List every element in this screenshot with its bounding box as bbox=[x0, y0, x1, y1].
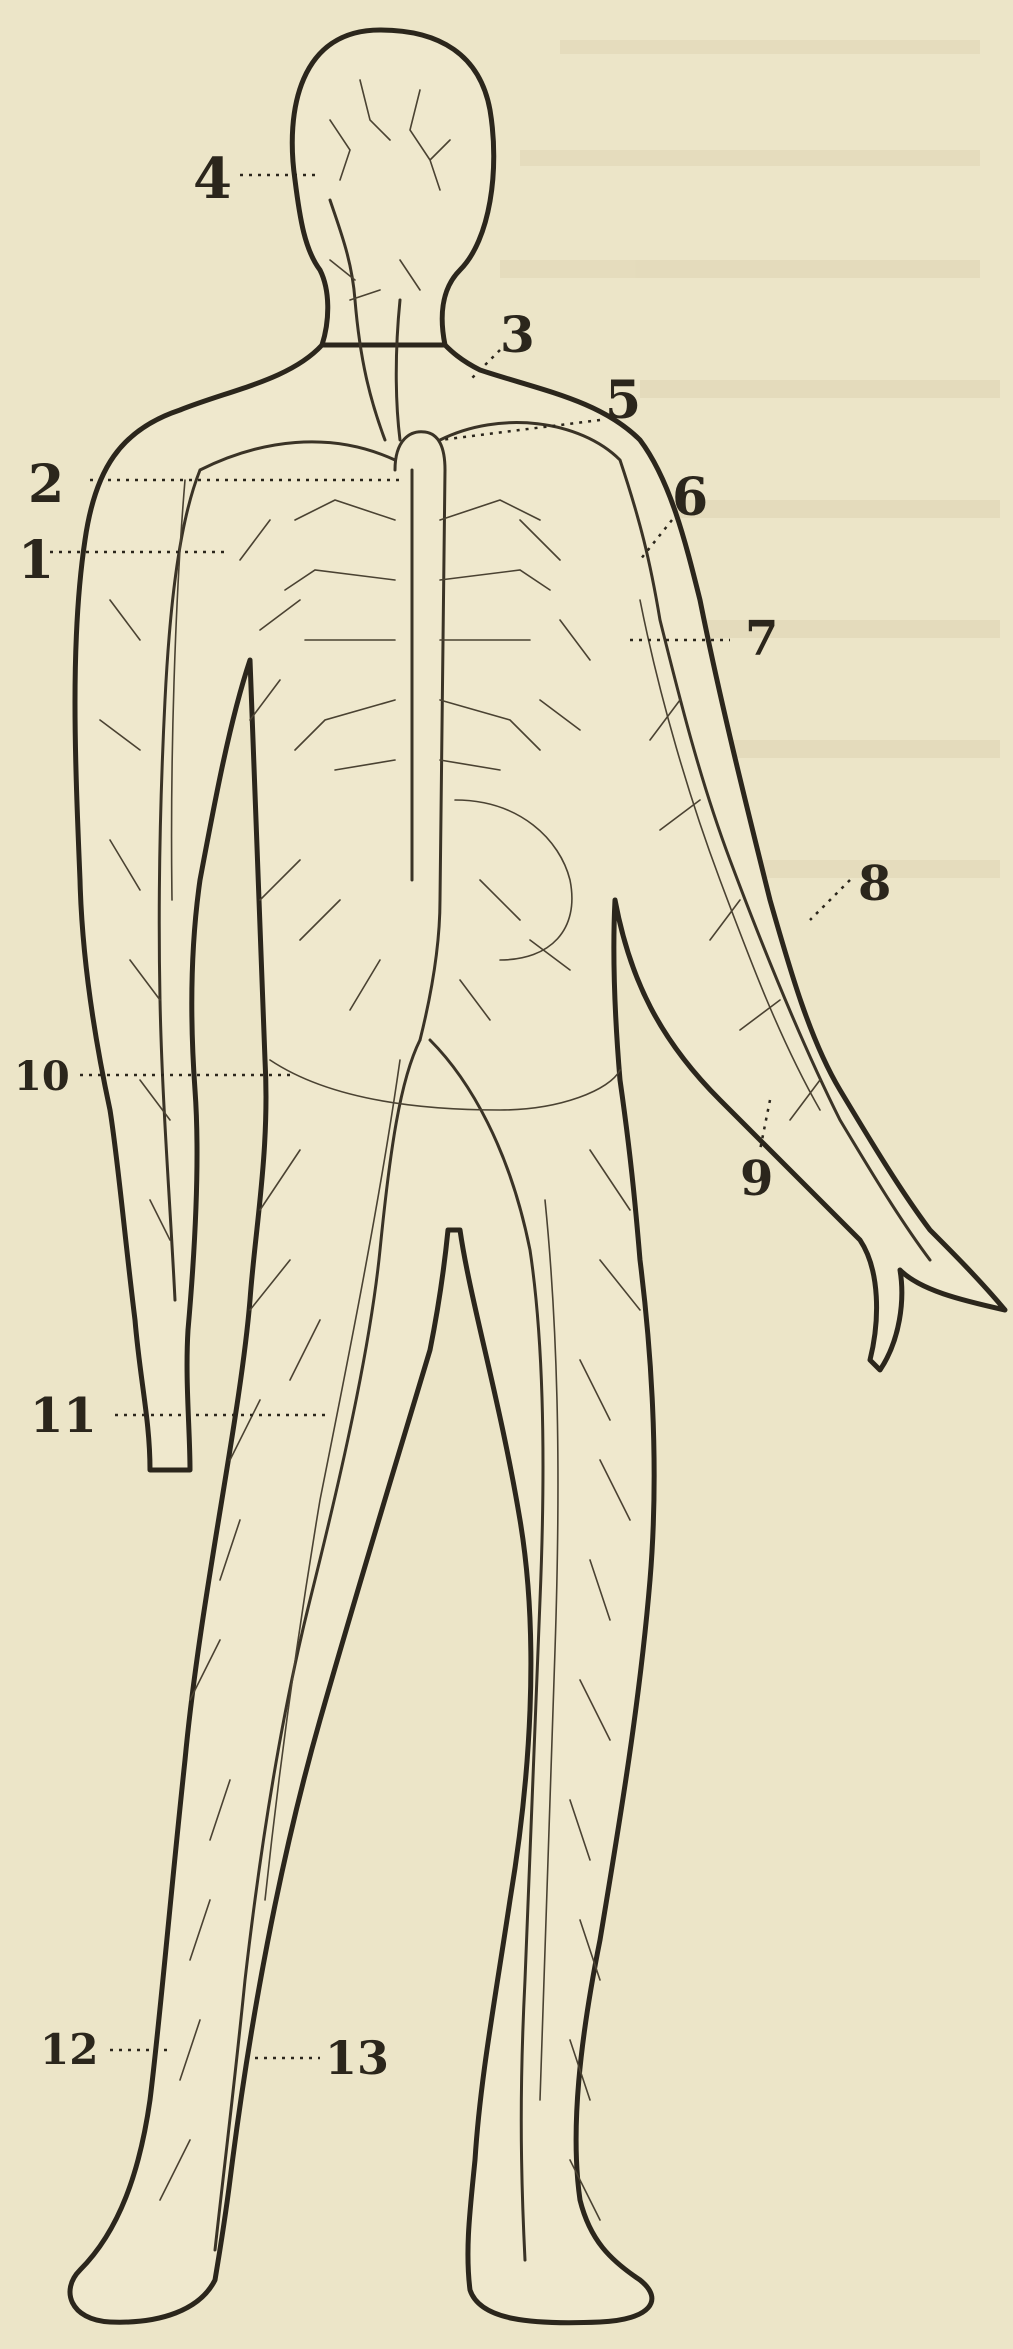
label-5: 5 bbox=[605, 370, 641, 431]
label-13: 13 bbox=[325, 2031, 389, 2085]
label-9: 9 bbox=[740, 1151, 773, 1207]
label-4: 4 bbox=[193, 146, 232, 212]
label-12: 12 bbox=[40, 2025, 98, 2074]
label-6: 6 bbox=[672, 467, 708, 528]
label-7: 7 bbox=[745, 611, 778, 667]
label-10: 10 bbox=[14, 1053, 70, 1100]
label-3: 3 bbox=[500, 305, 535, 364]
label-11: 11 bbox=[30, 1388, 97, 1444]
label-2: 2 bbox=[28, 454, 64, 515]
label-1: 1 bbox=[18, 530, 54, 591]
label-8: 8 bbox=[858, 856, 891, 912]
body-outline bbox=[70, 30, 1005, 2323]
head bbox=[292, 30, 493, 345]
